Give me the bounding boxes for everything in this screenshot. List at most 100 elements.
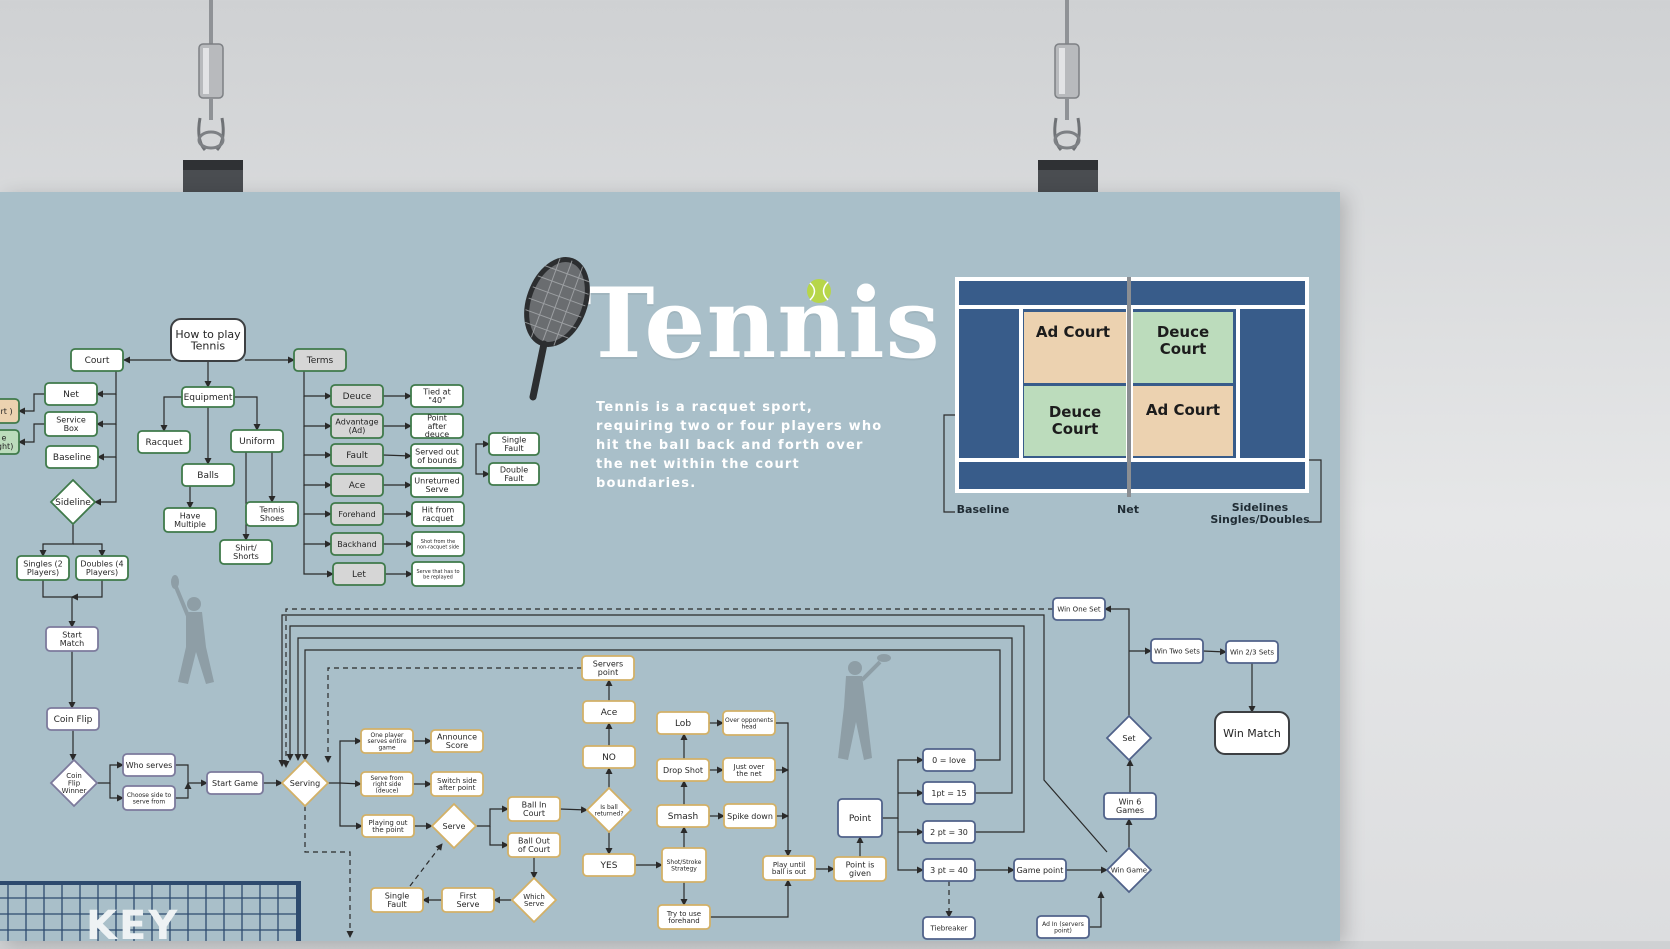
node-winmatch: Win Match [1214, 711, 1290, 755]
node-shape-hitfrom [411, 501, 465, 527]
court-zone-deuce-bottom: Deuce Court [1048, 403, 1102, 438]
node-shape-win23 [1225, 640, 1279, 664]
node-label-equipment: Equipment [184, 393, 233, 403]
node-no: NO [582, 745, 636, 769]
node-label-set: Set [1122, 734, 1135, 743]
court-zone-deuce-top: Deuce Court [1156, 323, 1210, 358]
node-startgame: Start Game [206, 771, 264, 795]
connector-serving-to-oneplayer [328, 737, 362, 784]
connector-terms-to-deuce [303, 371, 332, 400]
node-shape-point [837, 798, 883, 838]
node-shape-serve [430, 802, 478, 850]
node-label-wintwo: Win Two Sets [1154, 647, 1200, 655]
node-let: Let [332, 562, 386, 586]
court-label-baseline: Baseline [956, 503, 1010, 516]
node-winoneset: Win One Set [1052, 597, 1106, 621]
node-shape-lob [656, 711, 710, 735]
connector-ballin-to-isreturned [559, 806, 588, 814]
node-label-net: Net [63, 390, 79, 400]
connector-court-to-baseline [97, 424, 117, 461]
node-label-coinflip: Coin Flip [54, 715, 93, 725]
node-terms: Terms [293, 348, 347, 372]
poster-intro: Tennis is a racquet sport, requiring two… [596, 400, 883, 491]
connector-terms-to-fault [303, 426, 332, 459]
node-cutoff2: eight) [0, 429, 20, 455]
node-cutoff1: urt ) [0, 398, 20, 424]
node-p30: 2 pt = 30 [922, 820, 976, 844]
node-shape-cutoff2 [0, 429, 20, 455]
connector-serving-to-whichserve [304, 806, 354, 938]
connector-adin-to-wingame [1089, 891, 1105, 928]
node-shape-servedout [410, 443, 464, 469]
node-shape-yes [582, 853, 636, 877]
node-shape-singles [16, 555, 70, 581]
node-shape-racquet [137, 430, 191, 454]
node-label-shirt: Shirt/Shorts [233, 544, 259, 561]
connector-doubles-to-startmatch [71, 580, 103, 601]
connector-net-to-cutoff1 [18, 393, 45, 415]
node-shape-uniform [230, 429, 284, 453]
node-shape-startmatch [45, 626, 99, 652]
node-forehand: Forehand [330, 502, 384, 526]
node-shape-p40 [922, 858, 976, 882]
connector-serve-to-ballin [476, 805, 509, 827]
court-diagram [943, 277, 1322, 523]
node-shape-justover [722, 757, 776, 783]
node-shape-whichserve [510, 876, 558, 924]
node-shape-pointafter [410, 413, 464, 439]
connector-sideline-to-singles [39, 524, 74, 557]
node-whoserves: Who serves [122, 753, 176, 777]
connector-terms-to-backhand [303, 514, 332, 548]
node-shape-court [70, 348, 124, 372]
node-label-wingame: Win Game [1111, 866, 1147, 874]
node-deuce: Deuce [330, 384, 384, 408]
node-shape-switchside [430, 771, 484, 797]
player-silhouette-left-icon [171, 575, 214, 684]
node-uniform: Uniform [230, 429, 284, 453]
node-label-whoserves: Who serves [126, 761, 173, 770]
connector-overhead-to-playuntil [775, 722, 792, 857]
node-wingame: Win Game [1105, 846, 1153, 894]
node-shape-isreturned [585, 786, 633, 834]
connector-servedout-to-singlefault_t [475, 440, 490, 456]
connector-serve-to-ballout [489, 826, 509, 849]
node-label-gamepoint: Game point [1017, 866, 1064, 875]
node-shape-chooseside [122, 785, 176, 811]
node-label-win23: Win 2/3 Sets [1230, 648, 1274, 656]
node-point: Point [837, 798, 883, 838]
flowchart-connectors [18, 356, 1256, 938]
node-label-serve: Serve [443, 822, 466, 831]
node-label-sideline: Sideline [55, 498, 91, 508]
node-dropshot: Drop Shot [656, 758, 710, 782]
connector-serving-to-servefrom [339, 780, 362, 788]
node-label-no: NO [602, 753, 616, 763]
node-label-baseline: Baseline [53, 453, 92, 463]
node-label-uniform: Uniform [239, 437, 275, 447]
connector-wingame-to-serving [278, 614, 1108, 853]
node-shape-serverspoint [581, 655, 635, 681]
node-label-winoneset: Win One Set [1057, 605, 1101, 613]
node-shape-sideline [49, 478, 97, 526]
connector-wintwo-to-win23 [1202, 648, 1227, 656]
node-label-cutoff1: urt ) [0, 407, 13, 416]
node-shape-spike [723, 803, 777, 829]
